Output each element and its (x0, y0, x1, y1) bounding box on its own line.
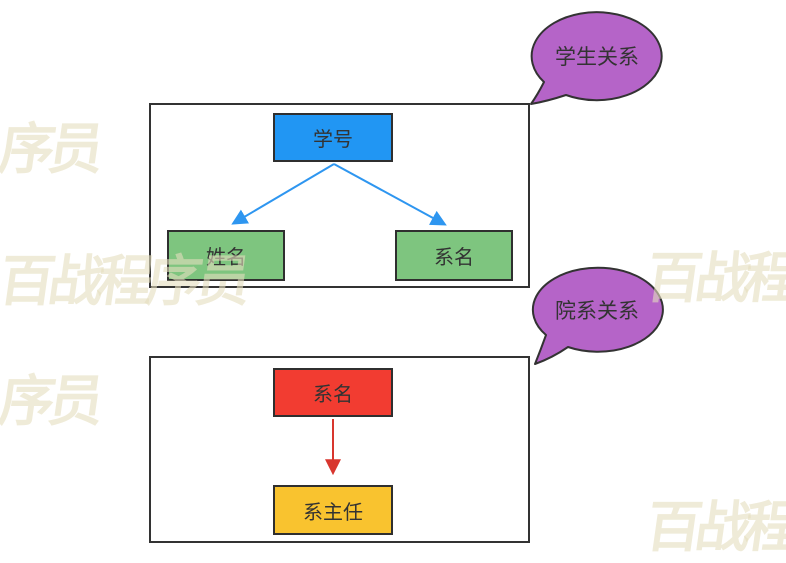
node-department-name-in-student: 系名 (395, 230, 513, 281)
bubble-department-relation-shape (531, 266, 664, 365)
bubble-student-relation-shape (530, 11, 663, 105)
watermark-text: 序员 (0, 117, 103, 181)
watermark-text: 序员 (0, 369, 103, 433)
node-student-name-label: 姓名 (206, 247, 246, 269)
bubble-department-relation: 院系关系 (531, 266, 664, 365)
node-department-name: 系名 (273, 368, 393, 417)
bubble-student-relation: 学生关系 (530, 11, 663, 105)
node-department-head-label: 系主任 (303, 501, 363, 524)
watermark-text: 百战程 (642, 246, 786, 310)
node-department-head: 系主任 (273, 485, 393, 535)
node-student-id-label: 学号 (313, 129, 353, 151)
bubble-department-relation-label: 院系关系 (555, 300, 639, 323)
node-department-name-label: 系名 (313, 384, 353, 406)
node-student-name: 姓名 (167, 230, 285, 281)
node-department-name-in-student-label: 系名 (434, 247, 474, 269)
node-student-id: 学号 (273, 113, 393, 162)
watermark-text: 百战程 (642, 495, 786, 559)
bubble-student-relation-label: 学生关系 (555, 46, 639, 69)
